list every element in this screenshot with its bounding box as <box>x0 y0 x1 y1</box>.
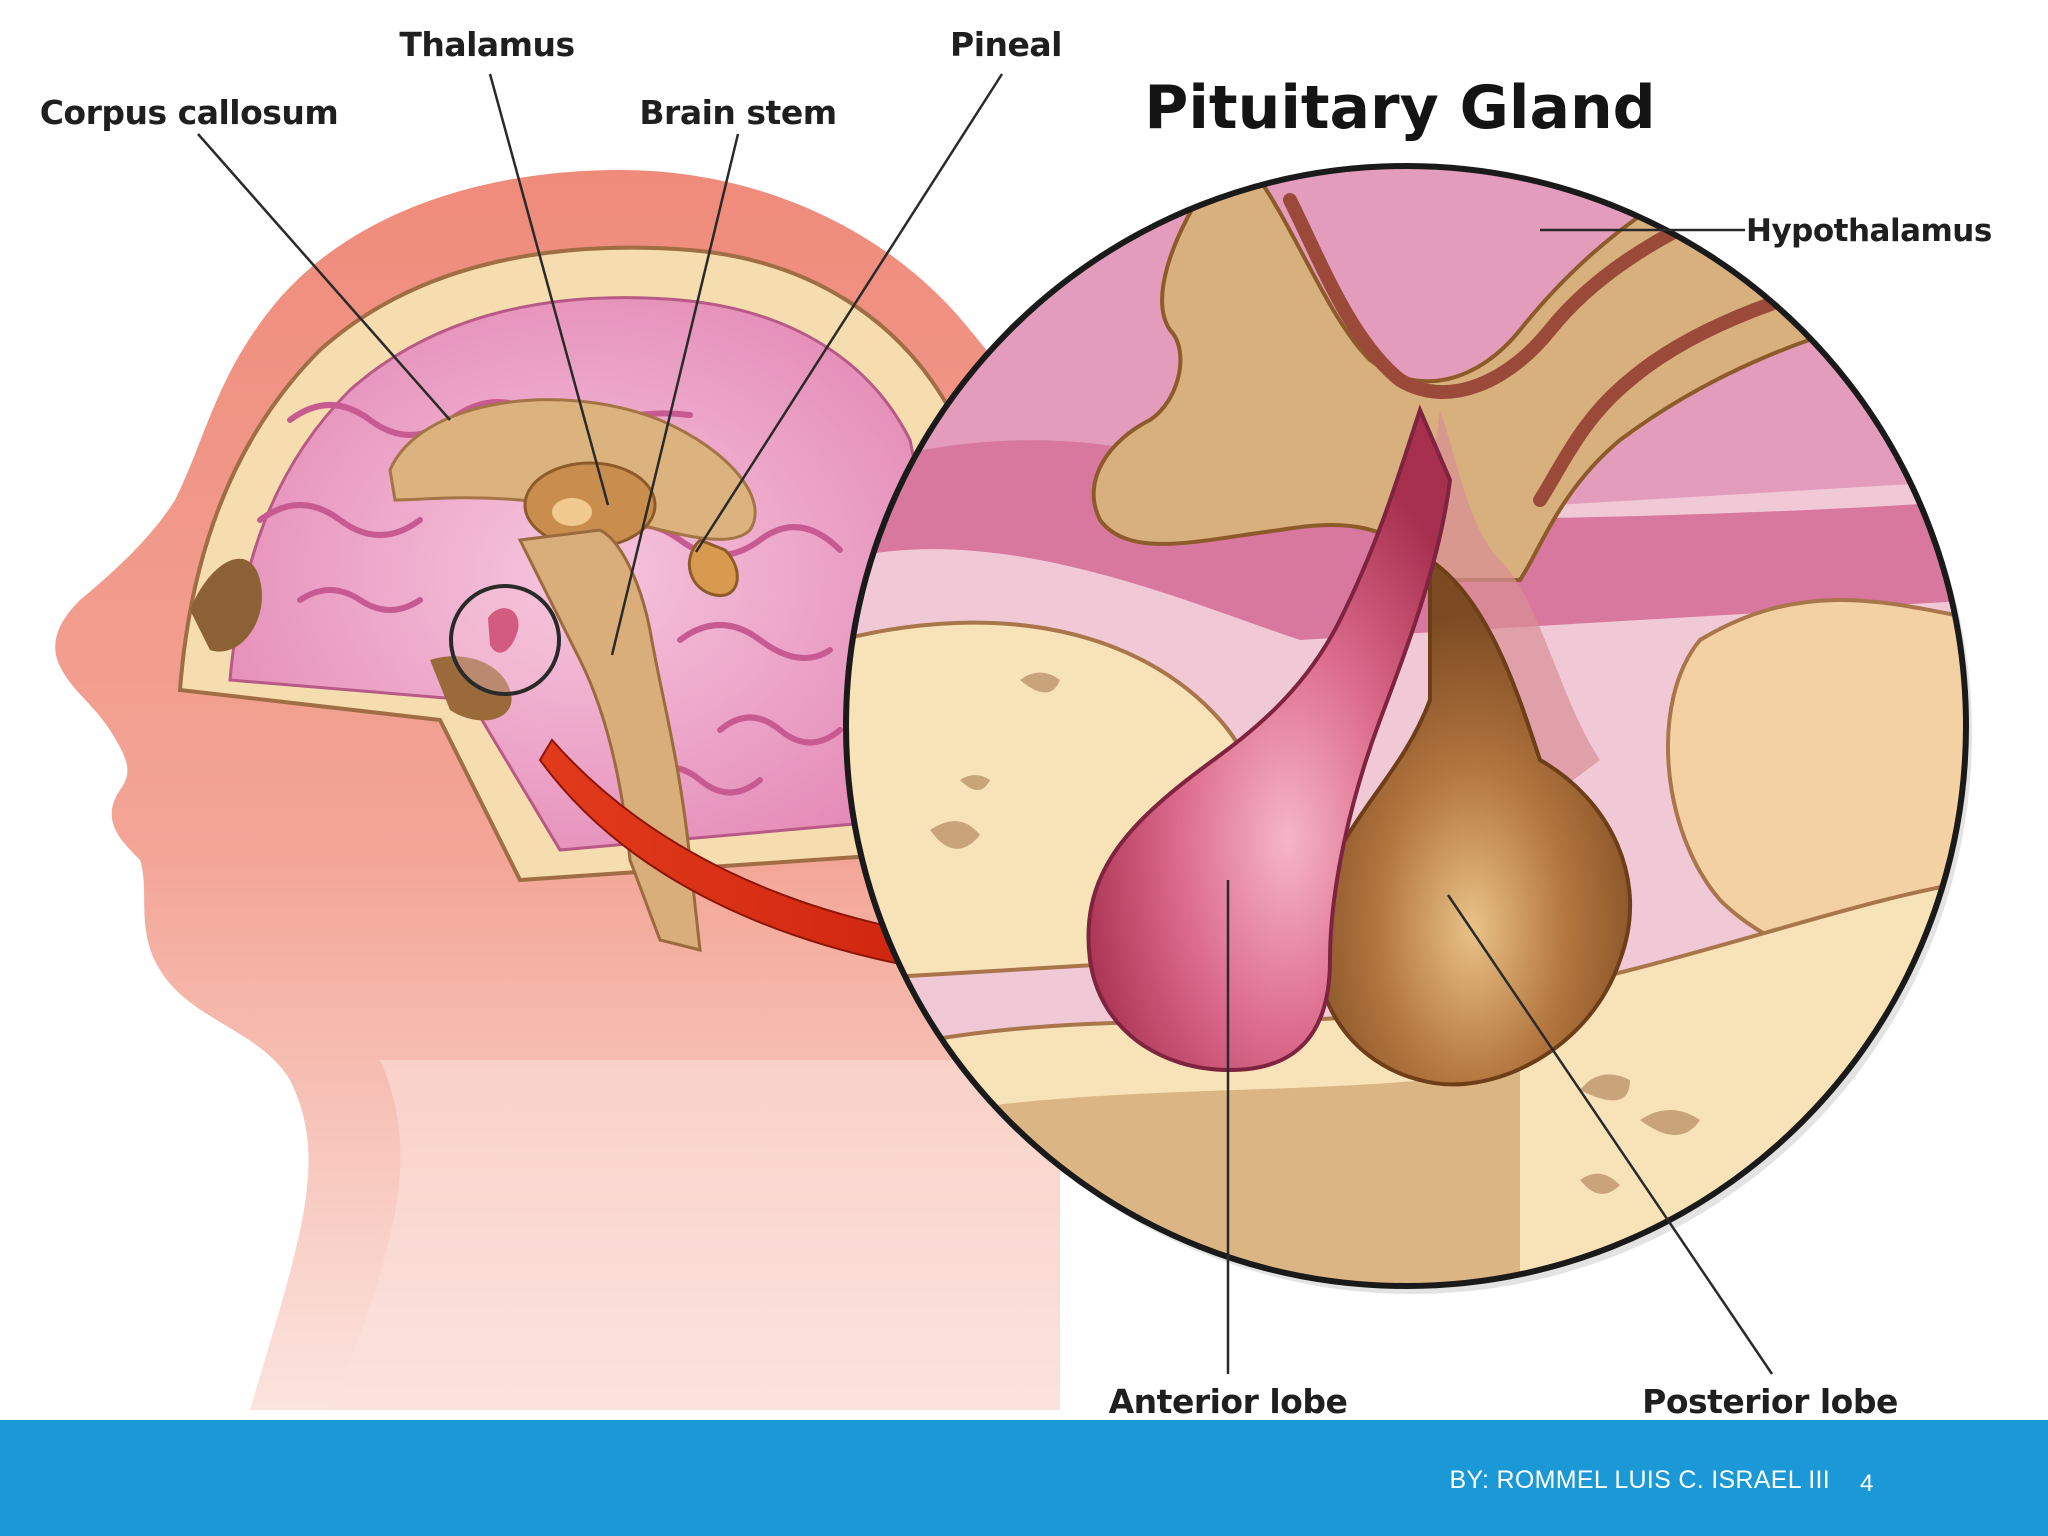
label-corpus-callosum: Corpus callosum <box>40 93 339 132</box>
diagram-title: Pituitary Gland <box>1144 73 1655 143</box>
leader-lines <box>197 73 1774 1375</box>
pituitary-gland-illustration: Pituitary Gland Thalamus Pineal Corpus c… <box>40 25 1993 1420</box>
footer-author: BY: ROMMEL LUIS C. ISRAEL III <box>1449 1466 1830 1494</box>
label-anterior-lobe: Anterior lobe <box>1109 1382 1348 1420</box>
label-hypothalamus: Hypothalamus <box>1746 213 1992 249</box>
page-number: 4 <box>1860 1470 1874 1497</box>
brain-cross-section <box>177 245 983 952</box>
label-brain-stem: Brain stem <box>639 93 836 132</box>
label-thalamus: Thalamus <box>399 25 574 64</box>
label-pineal: Pineal <box>950 25 1062 64</box>
magnified-view <box>843 163 1972 1294</box>
label-posterior-lobe: Posterior lobe <box>1642 1382 1898 1420</box>
footer-bar <box>0 1420 2048 1536</box>
